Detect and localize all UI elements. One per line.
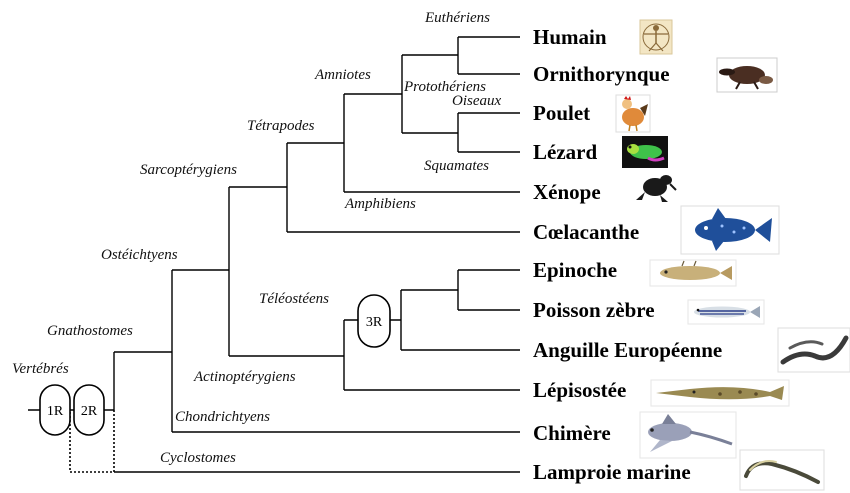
vitruvian-man-icon [639, 19, 673, 55]
lamprey-icon [739, 449, 825, 491]
species-label-lamproie: Lamproie marine [533, 460, 691, 484]
clade-vertebres: Vertébrés [12, 361, 69, 377]
wgd-3r: 3R [357, 294, 391, 348]
species-label-ornithorynque: Ornithorynque [533, 62, 670, 86]
clade-amphibiens: Amphibiens [344, 196, 416, 212]
clade-eutheriens: Euthériens [424, 10, 490, 26]
wgd-1r-label: 1R [47, 404, 64, 419]
wgd-2r: 2R [73, 384, 105, 436]
clade-tetrapodes: Tétrapodes [247, 118, 315, 134]
eel-icon [777, 327, 850, 373]
wgd-3r-pill [357, 294, 391, 348]
species-label-chimere: Chimère [533, 421, 611, 445]
lizard-icon [622, 136, 668, 168]
frog-icon [636, 175, 677, 202]
clade-cyclostomes: Cyclostomes [160, 450, 236, 466]
species-label-lezard: Lézard [533, 140, 597, 164]
clade-oiseaux: Oiseaux [452, 93, 501, 109]
platypus-icon [716, 57, 778, 93]
species-pictures [615, 19, 850, 491]
species-label-lepisostee: Lépisostée [533, 378, 626, 402]
species-label-poulet: Poulet [533, 101, 590, 125]
coelacanth-icon [680, 205, 780, 255]
tree-branches [28, 36, 520, 473]
chimaera-icon [639, 411, 737, 459]
species-label-xenope: Xénope [533, 180, 601, 204]
clade-sarcopterygiens: Sarcoptérygiens [140, 162, 237, 178]
clade-prototheriens: Protothériens [403, 79, 486, 95]
clade-osteichtyens: Ostéichtyens [101, 247, 178, 263]
wgd-3r-label: 3R [366, 315, 383, 330]
chicken-icon [615, 94, 651, 133]
stickleback-icon [649, 259, 737, 287]
wgd-2r-pill [73, 384, 105, 436]
species-label-coelacanthe: Cœlacanthe [533, 220, 639, 244]
clade-labels: Euthériens Protothériens Oiseaux Squamat… [12, 10, 501, 466]
species-label-epinoche: Epinoche [533, 258, 617, 282]
species-label-poisson-zebre: Poisson zèbre [533, 298, 655, 322]
clade-gnathostomes: Gnathostomes [47, 323, 133, 339]
wgd-2r-label: 2R [81, 404, 98, 419]
species-labels: Humain Ornithorynque Poulet Lézard Xénop… [533, 25, 722, 484]
clade-teleosteens: Téléostéens [259, 291, 329, 307]
species-label-anguille: Anguille Européenne [533, 338, 722, 362]
clade-amniotes: Amniotes [314, 67, 371, 83]
clade-actinopterygiens: Actinoptérygiens [193, 369, 296, 385]
wgd-1r: 1R [39, 384, 71, 436]
clade-chondrichtyens: Chondrichtyens [175, 409, 270, 425]
gar-icon [650, 379, 790, 407]
zebrafish-icon [687, 299, 765, 325]
species-label-humain: Humain [533, 25, 607, 49]
clade-squamates: Squamates [424, 158, 489, 174]
wgd-1r-pill [39, 384, 71, 436]
